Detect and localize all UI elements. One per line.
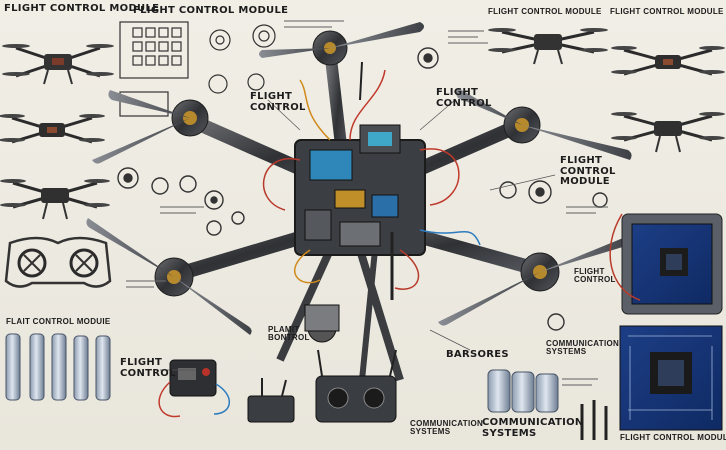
transmitter-icon	[315, 349, 397, 423]
label-text: CONTROL	[560, 165, 616, 177]
label-bottom-left: FLIGHT CONTROL	[120, 357, 176, 379]
label-top-right-1: FLIGHT CONTROL MODULE	[488, 7, 602, 16]
micro-text-decoration	[448, 42, 488, 44]
label-bottom-right: FLIGHT CONTROL MODULE	[620, 433, 726, 442]
micro-text-decoration	[562, 384, 592, 386]
component-icon-grid	[119, 21, 276, 117]
label-text: COMMUNICATION	[482, 417, 584, 428]
central-drone-illustration	[86, 22, 632, 401]
label-text: COMMUNICATION	[546, 339, 620, 348]
label-text: COMMUNICATION	[410, 419, 484, 428]
label-text: SYSTEMS	[410, 427, 451, 437]
micro-text-decoration	[160, 212, 196, 214]
small-drone-icon	[0, 179, 110, 220]
label-text: CONTROL	[250, 101, 306, 113]
label-text: FLIGHT	[120, 357, 163, 368]
label-comms-small: COMMUNICATION SYSTEMS	[546, 339, 620, 357]
annotation-leader-lines	[160, 99, 556, 371]
label-center-right: FLIGHT CONTROL	[436, 87, 492, 109]
micro-text-decoration	[160, 206, 204, 208]
micro-text-decoration	[126, 280, 166, 282]
antenna-modules-icon	[580, 400, 608, 440]
micro-text-decoration	[448, 36, 478, 38]
micro-text-decoration	[448, 30, 484, 32]
label-right-lower: FLIGHT CONTROL	[574, 267, 616, 285]
label-comms-big: COMMUNICATION SYSTEMS	[482, 417, 584, 439]
battery-cells-icon	[5, 333, 111, 401]
label-top-left: FLIGHT CONTROL MODULE	[4, 3, 160, 14]
micro-text-decoration	[566, 206, 608, 208]
flight-controller-board-icon	[609, 213, 723, 315]
label-text: SYSTEMS	[546, 347, 587, 357]
small-drone-icon	[611, 112, 725, 153]
micro-text-decoration	[284, 20, 344, 22]
remote-controller-icon	[4, 236, 112, 288]
label-text: CONTROL	[574, 275, 616, 285]
label-top-center: FLIGHT CONTROL MODULE	[133, 5, 289, 16]
sensor-gauge-icons	[417, 47, 608, 331]
label-text: BONTROL	[268, 333, 310, 343]
micro-text-decoration	[284, 26, 332, 28]
esc-module-icon	[158, 359, 230, 418]
label-text: SYSTEMS	[482, 427, 537, 439]
label-top-right-2: FLIGHT CONTROL MODULE	[610, 7, 724, 16]
flight-controller-board-icon	[619, 325, 723, 431]
label-right-mid: FLIGHT CONTROL MODULE	[560, 155, 616, 188]
small-drone-icon	[488, 28, 608, 65]
micro-text-decoration	[566, 212, 596, 214]
small-drone-icon	[611, 46, 725, 76]
sensor-gauge-icons	[117, 167, 245, 236]
label-text: FLIGHT	[436, 87, 479, 98]
label-text: FLIGHT	[560, 155, 603, 166]
label-text: MODULE	[560, 176, 610, 187]
small-drone-icon	[0, 114, 105, 144]
label-text: FLIGHT	[250, 91, 293, 102]
battery-pack-icon	[487, 369, 559, 413]
label-text: FLIGHT	[574, 267, 605, 276]
receiver-module-icon	[247, 378, 295, 423]
label-bottom-center: PLAMIT BONTROL	[268, 325, 310, 343]
label-text: PLAMIT	[268, 325, 300, 334]
micro-text-decoration	[562, 378, 598, 380]
small-drone-icon	[2, 44, 114, 85]
label-text: CONTROL	[120, 367, 176, 379]
micro-text-decoration	[126, 286, 154, 288]
label-barsores: BARSORES	[446, 349, 509, 360]
label-left-band: FLAIT CONTROL MODUIE	[6, 317, 111, 326]
label-comms-low: COMMUNICATION SYSTEMS	[410, 419, 484, 437]
label-text: CONTROL	[436, 97, 492, 109]
label-center-left: FLIGHT CONTROL	[250, 91, 306, 113]
